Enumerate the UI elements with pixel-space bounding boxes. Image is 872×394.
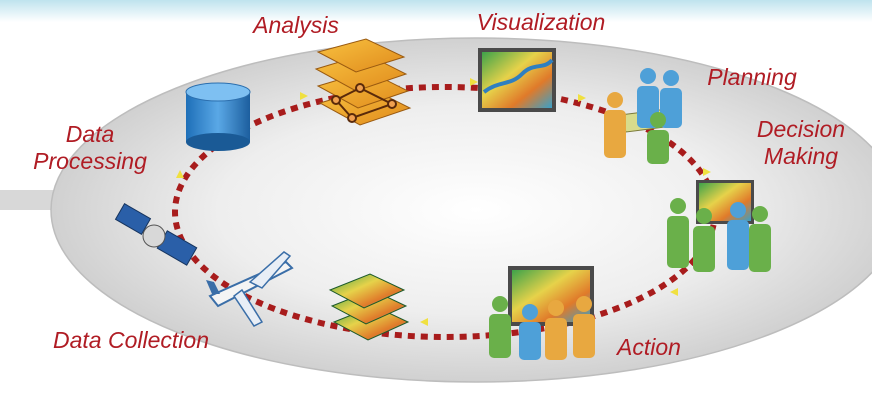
label-decision-making-line1: Decision [756,116,846,142]
label-visualization: Visualization [466,9,616,36]
label-data-processing: Data Processing [15,121,165,175]
label-data-collection-text: Data Collection [53,327,209,353]
label-data-collection: Data Collection [33,327,229,354]
presentation-people-icon [667,180,771,272]
label-planning: Planning [692,64,812,91]
label-data-processing-line1: Data [65,121,115,147]
label-visualization-text: Visualization [476,9,606,35]
team-map-icon [489,266,595,360]
map-layers-icon [328,273,410,341]
label-data-processing-line2: Processing [33,148,147,174]
database-icon [185,82,251,151]
header-band [0,0,872,22]
label-analysis-text: Analysis [253,12,339,38]
side-tab [0,190,62,210]
satellite-icon [114,203,198,266]
label-planning-text: Planning [707,64,797,90]
label-decision-making: Decision Making [740,116,862,170]
label-analysis: Analysis [236,12,356,39]
flow-arrows [176,78,711,326]
label-action: Action [604,334,694,361]
layer-analysis-icon [314,38,412,126]
label-action-text: Action [617,334,681,360]
label-decision-making-line2: Making [763,143,839,169]
map-icon [478,48,556,112]
planning-people-icon [604,68,682,164]
airplane-icon [206,251,294,327]
